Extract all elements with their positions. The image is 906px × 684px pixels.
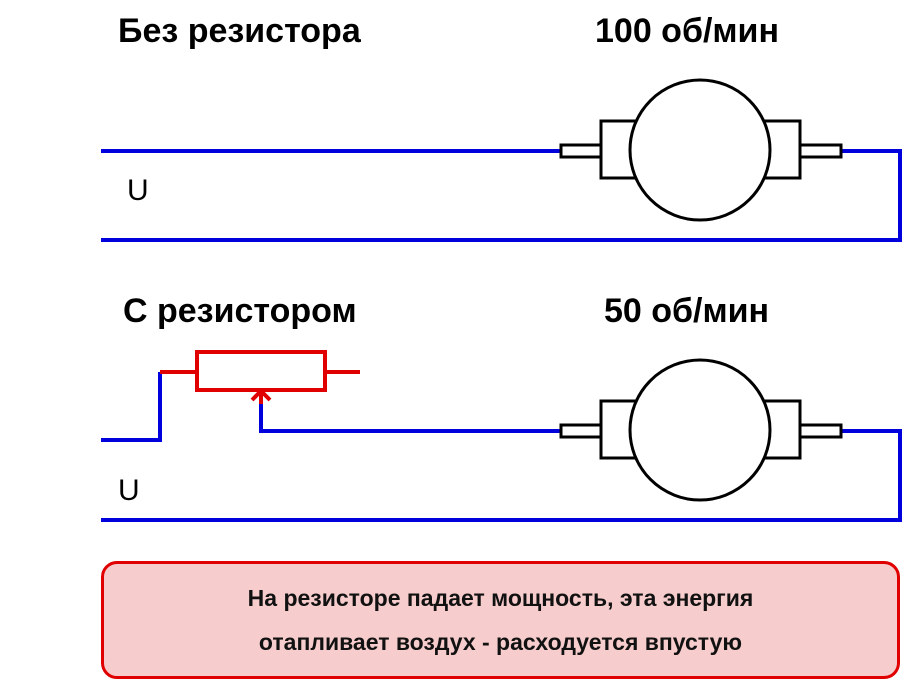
note-box: На резисторе падает мощность, эта энерги…	[101, 561, 900, 679]
voltage-label-top: U	[127, 174, 149, 207]
title-without-resistor: Без резистора	[118, 12, 361, 50]
title-with-resistor: С резистором	[123, 292, 357, 330]
motor-shaft-left	[559, 143, 605, 159]
wire-bottom-return	[101, 429, 902, 522]
rheostat	[160, 350, 360, 404]
speed-50-rpm: 50 об/мин	[604, 292, 770, 330]
circuit-bottom	[101, 350, 902, 522]
motor-shaft-right	[797, 143, 843, 159]
note-line-2: отапливает воздух - расходуется впустую	[258, 629, 743, 655]
speed-100-rpm: 100 об/мин	[595, 12, 779, 50]
wire-bottom-input	[101, 372, 162, 442]
motor-bottom	[559, 358, 843, 502]
motor-shaft-left	[559, 423, 605, 439]
motor-body	[628, 358, 772, 502]
motor-shaft-right	[797, 423, 843, 439]
circuit-top	[101, 78, 902, 242]
rheostat-wiper-arrow	[250, 388, 272, 402]
note-line-1: На резисторе падает мощность, эта энерги…	[247, 585, 754, 611]
motor-body	[628, 78, 772, 222]
voltage-label-bottom: U	[118, 474, 140, 507]
rheostat-body	[195, 350, 327, 392]
wire-bottom-wiper	[259, 403, 561, 433]
motor-top	[559, 78, 843, 222]
wire-top-return	[101, 149, 902, 242]
